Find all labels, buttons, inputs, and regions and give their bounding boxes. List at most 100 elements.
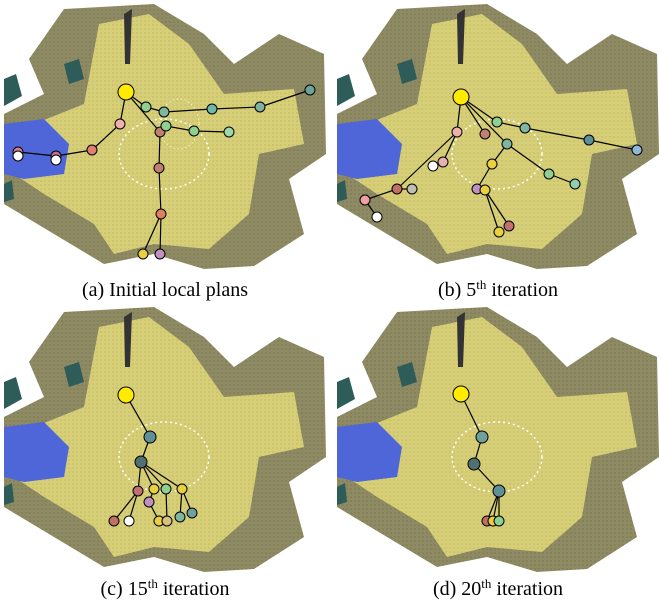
plan-graph-d bbox=[452, 385, 506, 527]
plan-edge bbox=[17, 151, 57, 157]
caption-superscript: th bbox=[147, 576, 158, 591]
plan-edge bbox=[158, 167, 162, 215]
panel-15th-iteration bbox=[4, 307, 326, 572]
plan-node bbox=[186, 507, 198, 519]
plan-node bbox=[132, 485, 144, 497]
plan-edge bbox=[259, 89, 311, 108]
plan-node bbox=[158, 106, 170, 118]
plan-node bbox=[503, 220, 515, 232]
plan-edge bbox=[159, 213, 162, 255]
plan-edge bbox=[396, 131, 458, 190]
panel-initial-local-plans bbox=[4, 4, 326, 269]
start-node bbox=[117, 386, 135, 404]
plan-node bbox=[114, 118, 126, 130]
caption-text: iteration bbox=[491, 578, 564, 600]
plan-node bbox=[304, 84, 316, 96]
map-plot-c bbox=[4, 307, 326, 572]
plan-node bbox=[160, 483, 172, 495]
caption-label: (c) bbox=[100, 578, 123, 600]
plan-edge bbox=[588, 139, 638, 151]
plan-node bbox=[143, 430, 157, 444]
plan-node bbox=[519, 122, 531, 134]
plan-node bbox=[140, 101, 152, 113]
plan-edge bbox=[484, 189, 510, 227]
plan-node bbox=[254, 101, 266, 113]
caption-label: (a) bbox=[81, 279, 105, 301]
plan-node bbox=[583, 134, 595, 146]
plan-edge bbox=[364, 188, 398, 201]
plan-edge bbox=[193, 130, 230, 133]
plan-node bbox=[174, 511, 186, 523]
plan-node bbox=[371, 211, 383, 223]
plan-node bbox=[359, 194, 371, 206]
plan-edge bbox=[158, 131, 161, 169]
plan-node bbox=[543, 168, 555, 180]
caption-c: (c) 15th iteration bbox=[4, 577, 326, 601]
plan-node bbox=[123, 515, 135, 527]
plan-node bbox=[188, 125, 200, 137]
plan-node bbox=[451, 126, 463, 138]
plan-node bbox=[86, 144, 98, 156]
plan-node bbox=[427, 160, 439, 172]
plan-node bbox=[50, 154, 62, 166]
plan-graph-c bbox=[108, 386, 198, 527]
plan-node bbox=[223, 126, 235, 138]
caption-text: Initial local plans bbox=[109, 279, 249, 301]
start-node bbox=[452, 88, 470, 106]
plan-graph-a bbox=[12, 83, 316, 260]
plan-node bbox=[569, 178, 581, 190]
plan-node bbox=[479, 128, 491, 140]
plan-node bbox=[437, 156, 449, 168]
plan-node bbox=[206, 103, 218, 115]
plan-node bbox=[631, 144, 643, 156]
plan-node bbox=[492, 484, 506, 498]
plan-node bbox=[493, 515, 505, 527]
plan-graph-b bbox=[359, 88, 643, 238]
plan-node bbox=[154, 248, 166, 260]
plan-edge bbox=[442, 131, 458, 163]
plan-edge bbox=[125, 91, 161, 133]
panel-5th-iteration bbox=[337, 4, 659, 269]
map-plot-b bbox=[337, 4, 659, 269]
caption-b: (b) 5th iteration bbox=[337, 278, 659, 302]
terrain-map bbox=[337, 4, 659, 269]
plan-node bbox=[148, 483, 160, 495]
plan-node bbox=[143, 496, 155, 508]
plan-edge bbox=[211, 106, 261, 110]
plan-node bbox=[176, 483, 188, 495]
plan-node bbox=[501, 138, 513, 150]
plan-edge bbox=[55, 149, 93, 157]
caption-label: (b) bbox=[437, 279, 462, 301]
plan-edge bbox=[140, 461, 183, 490]
plan-node bbox=[134, 455, 148, 469]
map-plot-d bbox=[337, 307, 659, 572]
caption-superscript: th bbox=[481, 576, 492, 591]
plan-edge bbox=[484, 189, 500, 233]
caption-text: iteration bbox=[486, 279, 559, 301]
plan-node bbox=[467, 457, 481, 471]
plan-edge bbox=[506, 143, 550, 175]
plan-node bbox=[493, 226, 505, 238]
plan-edge bbox=[142, 213, 162, 255]
caption-number: 20 bbox=[461, 578, 482, 600]
plan-node bbox=[491, 116, 503, 128]
start-node bbox=[117, 83, 135, 101]
plan-edge bbox=[524, 127, 590, 141]
plan-edge bbox=[91, 123, 121, 151]
plan-node bbox=[391, 183, 403, 195]
plan-node bbox=[406, 183, 418, 195]
plan-node bbox=[475, 430, 489, 444]
plan-node bbox=[479, 184, 491, 196]
caption-text: iteration bbox=[157, 578, 230, 600]
plan-node bbox=[160, 120, 172, 132]
map-plot-a bbox=[4, 4, 326, 269]
start-node bbox=[452, 385, 470, 403]
terrain-map bbox=[4, 307, 326, 572]
terrain-map bbox=[4, 4, 326, 269]
caption-a: (a) Initial local plans bbox=[4, 278, 326, 302]
plan-node bbox=[108, 515, 120, 527]
caption-superscript: th bbox=[476, 277, 487, 292]
caption-label: (d) bbox=[432, 578, 457, 600]
caption-number: 15 bbox=[127, 578, 148, 600]
plan-node bbox=[137, 248, 149, 260]
